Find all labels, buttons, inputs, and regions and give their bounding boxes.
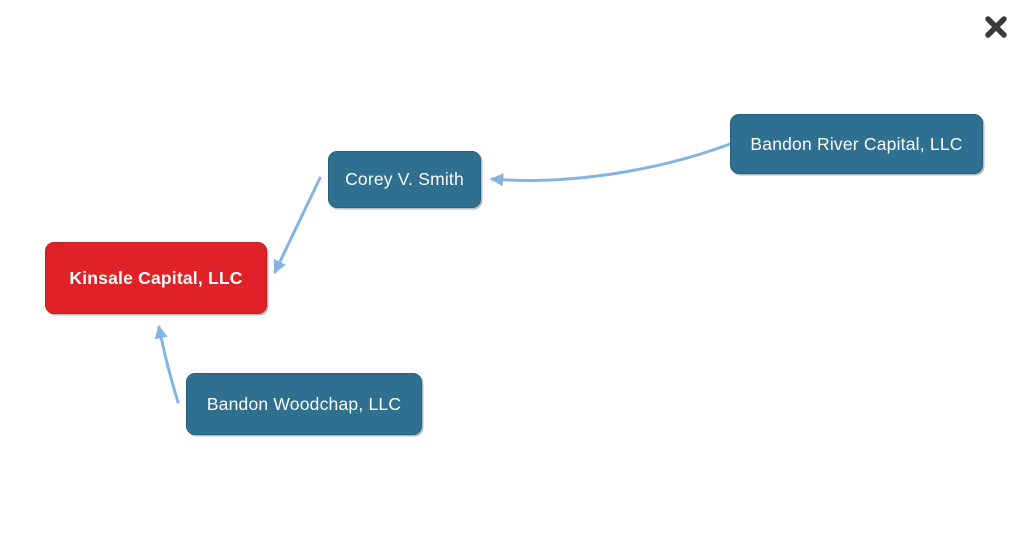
edge-river-to-smith bbox=[490, 142, 732, 187]
node-label: Kinsale Capital, LLC bbox=[69, 267, 243, 288]
node-label: Corey V. Smith bbox=[345, 169, 464, 189]
node-kinsale-capital[interactable]: Kinsale Capital, LLC bbox=[45, 242, 267, 314]
node-label: Bandon River Capital, LLC bbox=[750, 133, 963, 154]
node-label: Bandon Woodchap, LLC bbox=[206, 393, 402, 414]
node-bandon-woodchap[interactable]: Bandon Woodchap, LLC bbox=[186, 373, 422, 435]
close-icon bbox=[985, 16, 1007, 38]
node-corey-v-smith[interactable]: Corey V. Smith bbox=[328, 151, 481, 208]
edge-smith-to-kinsale bbox=[273, 176, 322, 274]
close-button[interactable] bbox=[982, 13, 1010, 41]
edge-woodchap-to-kinsale bbox=[154, 325, 180, 404]
node-bandon-river-capital[interactable]: Bandon River Capital, LLC bbox=[730, 114, 983, 174]
